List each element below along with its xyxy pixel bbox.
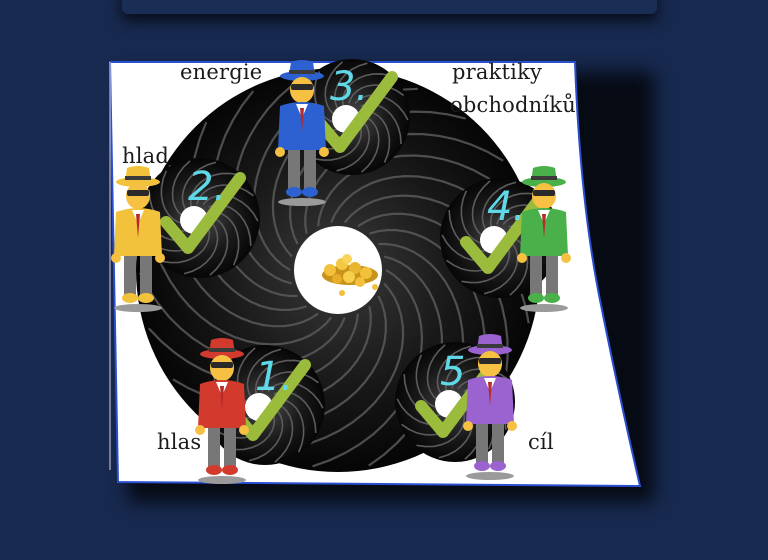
top-banner [122,0,657,14]
marker-m2: 2. [140,158,260,278]
agent-green [517,166,571,312]
step-number: 3. [330,64,368,110]
label-energie: energie [180,60,263,84]
coins-icon [322,254,378,296]
agent-yellow [111,166,165,312]
agent-blue [275,60,329,206]
label-obchodniku: obchodníků [450,93,576,117]
step-number: 1. [255,354,293,400]
step-number: 4. [487,184,525,230]
step-number: 2. [188,164,226,210]
label-hlas: hlas [157,430,202,454]
check-icon [160,172,246,254]
label-hlad: hlad [122,144,170,168]
check-icon [312,71,398,153]
agent-red [195,338,249,484]
label-cil: cíl [528,430,554,454]
agent-purple [463,334,517,480]
label-praktiky: praktiky [452,60,543,84]
